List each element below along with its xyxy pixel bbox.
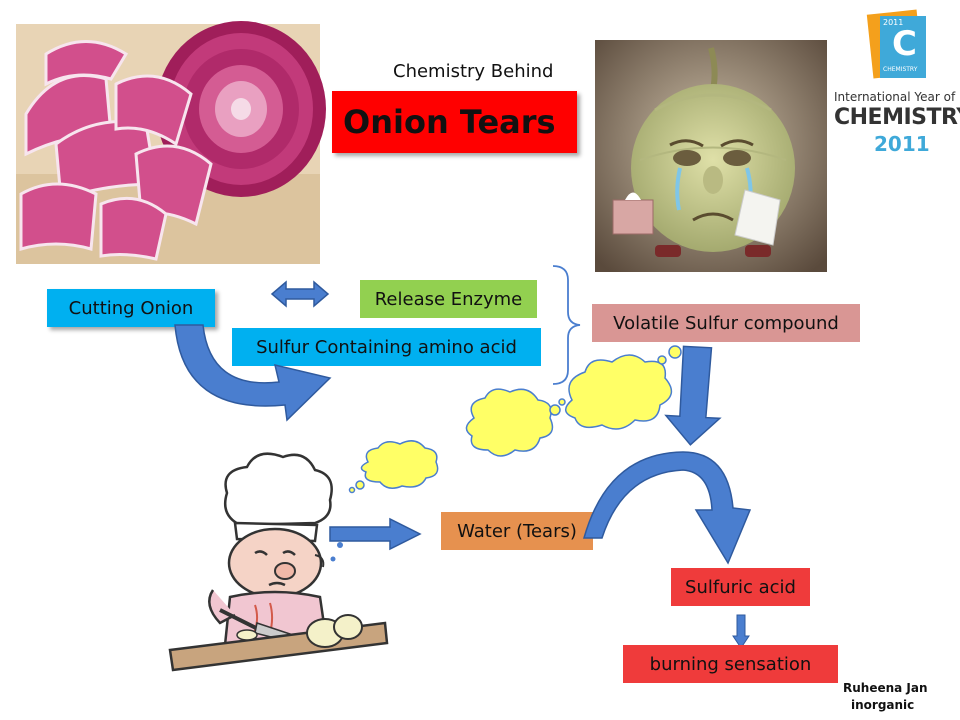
down-arrow-volatile <box>664 345 722 446</box>
box-volatile-sulfur: Volatile Sulfur compound <box>592 304 860 342</box>
box-water-tears-label: Water (Tears) <box>457 520 577 542</box>
vapor-dot-5 <box>355 480 365 490</box>
box-release-enzyme-label: Release Enzyme <box>374 288 523 310</box>
box-sulfuric-acid: Sulfuric acid <box>671 568 810 606</box>
double-arrow <box>270 280 330 308</box>
crying-onion-illustration <box>595 40 827 272</box>
curved-arrow-cutting-to-amino <box>174 324 332 422</box>
brace <box>552 265 581 385</box>
box-burning-sensation-label: burning sensation <box>649 653 812 675</box>
vapor-dot-3 <box>549 404 561 416</box>
down-arrow-acid <box>732 614 750 649</box>
iyc-badge-front: 2011 C CHEMISTRY <box>880 16 926 78</box>
box-sulfur-amino-acid-label: Sulfur Containing amino acid <box>256 336 517 358</box>
vapor-dot-1 <box>668 345 682 359</box>
box-volatile-sulfur-label: Volatile Sulfur compound <box>613 312 839 334</box>
author-dept: inorganic <box>851 698 915 712</box>
vapor-dot-4 <box>558 398 566 406</box>
vapor-clouds <box>348 345 682 494</box>
sliced-onion-photo <box>16 21 326 264</box>
vapor-cloud-large <box>565 354 673 430</box>
iyc-logo: 2011 C CHEMISTRY International Year of C… <box>832 9 960 162</box>
iyc-line3: 2011 <box>874 132 930 156</box>
iyc-badge-word: CHEMISTRY <box>883 66 918 73</box>
vapor-dot-2 <box>657 355 667 365</box>
box-release-enzyme: Release Enzyme <box>360 280 537 318</box>
box-burning-sensation: burning sensation <box>623 645 838 683</box>
iyc-badge-letter: C <box>892 24 917 64</box>
subtitle: Chemistry Behind <box>393 61 554 82</box>
arrow-chef-to-water <box>329 517 422 551</box>
chef-hat-icon <box>223 452 333 527</box>
iyc-line1: International Year of <box>834 90 956 104</box>
iyc-line2: CHEMISTRY <box>834 105 960 130</box>
author-name: Ruheena Jan <box>843 681 928 695</box>
box-sulfuric-acid-label: Sulfuric acid <box>685 576 796 598</box>
crying-chef-illustration <box>168 452 389 672</box>
page-title-text: Onion Tears <box>343 103 556 141</box>
vapor-cloud-small <box>360 440 439 489</box>
iyc-badge-year: 2011 <box>883 18 904 27</box>
page-title: Onion Tears <box>332 91 577 153</box>
box-cutting-onion: Cutting Onion <box>47 289 215 327</box>
vapor-dot-6 <box>348 486 356 494</box>
curved-arrow-water-to-acid <box>583 451 752 565</box>
vapor-cloud-medium <box>465 388 554 457</box>
box-sulfur-amino-acid: Sulfur Containing amino acid <box>232 328 541 366</box>
box-cutting-onion-label: Cutting Onion <box>68 297 194 319</box>
box-water-tears: Water (Tears) <box>441 512 593 550</box>
